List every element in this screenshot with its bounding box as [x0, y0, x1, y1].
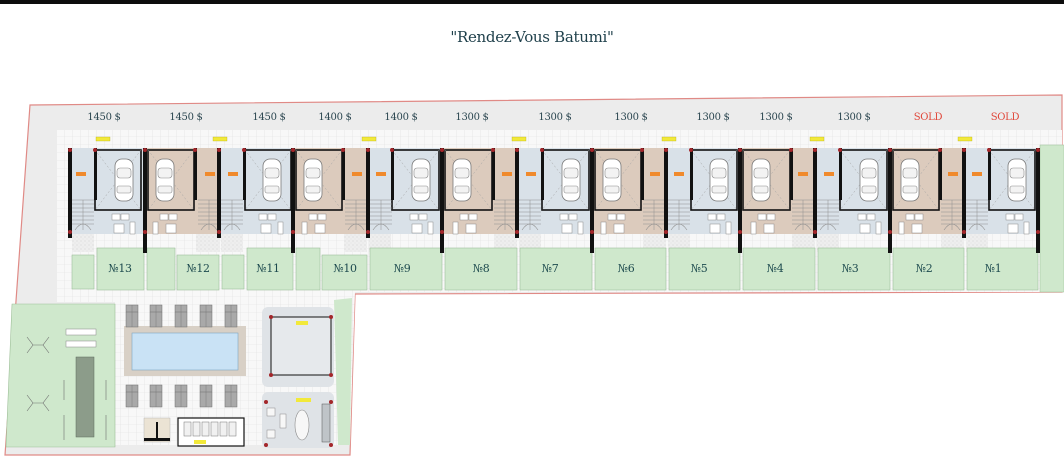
unit-label-4[interactable]: №4 [766, 262, 784, 275]
price-unit-5: 1300 $ [696, 112, 730, 123]
price-unit-7: 1300 $ [538, 112, 572, 123]
price-unit-9: 1400 $ [384, 112, 418, 123]
unit-label-5[interactable]: №5 [690, 262, 708, 275]
unit-label-7[interactable]: №7 [541, 262, 559, 275]
price-unit-6: 1300 $ [614, 112, 648, 123]
top-black-bar [0, 0, 1064, 4]
price-unit-12: 1450 $ [169, 112, 203, 123]
unit-label-9[interactable]: №9 [393, 262, 411, 275]
unit-label-12[interactable]: №12 [186, 262, 210, 275]
price-unit-13: 1450 $ [87, 112, 121, 123]
price-unit-3: 1300 $ [837, 112, 871, 123]
bench-rack [75, 356, 95, 438]
price-unit-4: 1300 $ [759, 112, 793, 123]
price-unit-8: 1300 $ [455, 112, 489, 123]
unit-label-2[interactable]: №2 [915, 262, 933, 275]
townhouse-row [68, 136, 1040, 291]
unit-label-11[interactable]: №11 [256, 262, 280, 275]
unit-label-3[interactable]: №3 [841, 262, 859, 275]
unit-label-10[interactable]: №10 [333, 262, 357, 275]
swimming-pool [131, 332, 239, 371]
swing-icon [26, 336, 50, 354]
page-title: "Rendez-Vous Batumi" [450, 28, 614, 46]
price-unit-10: 1400 $ [318, 112, 352, 123]
unit-label-1[interactable]: №1 [984, 262, 1002, 275]
unit-label-8[interactable]: №8 [472, 262, 490, 275]
price-unit-2: SOLD [913, 112, 943, 123]
playground-lawn [5, 303, 116, 448]
unit-label-6[interactable]: №6 [617, 262, 635, 275]
price-unit-11: 1450 $ [252, 112, 286, 123]
price-unit-1: SOLD [990, 112, 1020, 123]
unit-label-13[interactable]: №13 [108, 262, 132, 275]
